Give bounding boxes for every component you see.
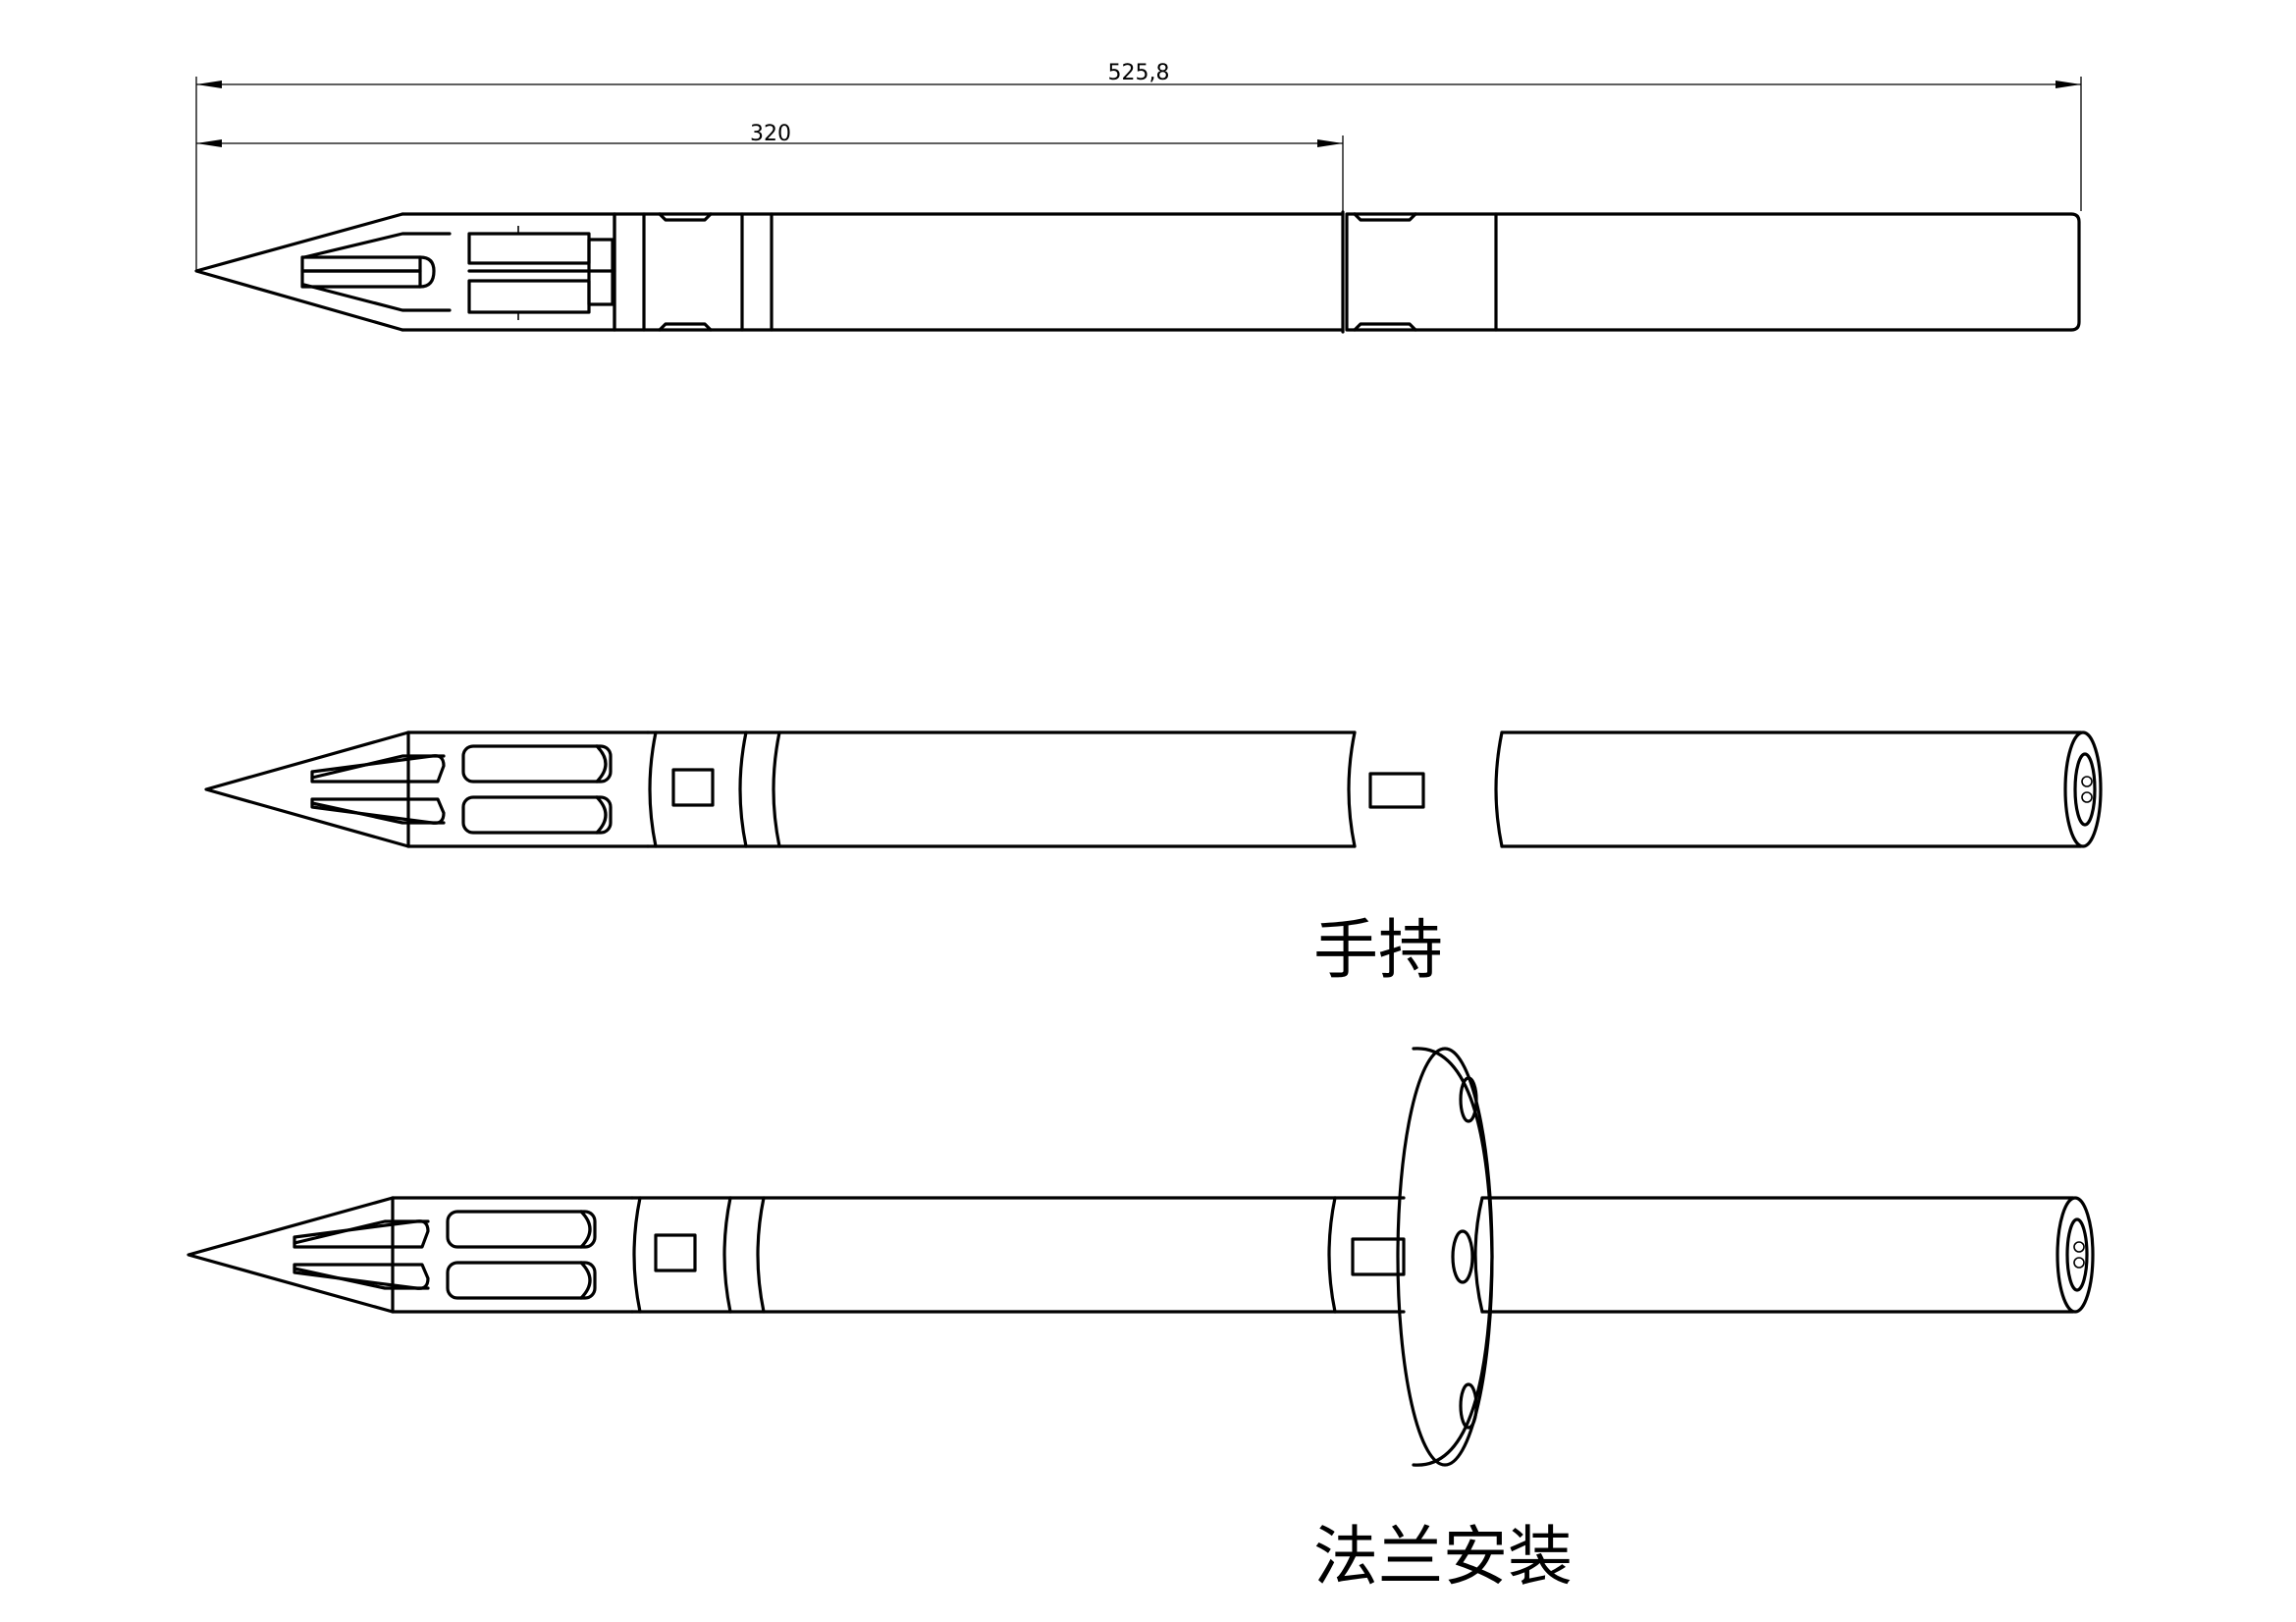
dimension-overall: 525,8 <box>195 61 2082 270</box>
dimension-partial-label: 320 <box>750 122 791 146</box>
dimension-partial: 320 <box>196 122 1344 211</box>
caption-handheld: 手持 <box>1313 912 1443 988</box>
probe-flange-view <box>187 1047 2095 1467</box>
caption-flange-mount: 法兰安装 <box>1313 1519 1573 1595</box>
probe-top-view <box>194 210 2081 334</box>
dimension-overall-label: 525,8 <box>1108 61 1170 85</box>
probe-handheld-view <box>204 730 2103 848</box>
